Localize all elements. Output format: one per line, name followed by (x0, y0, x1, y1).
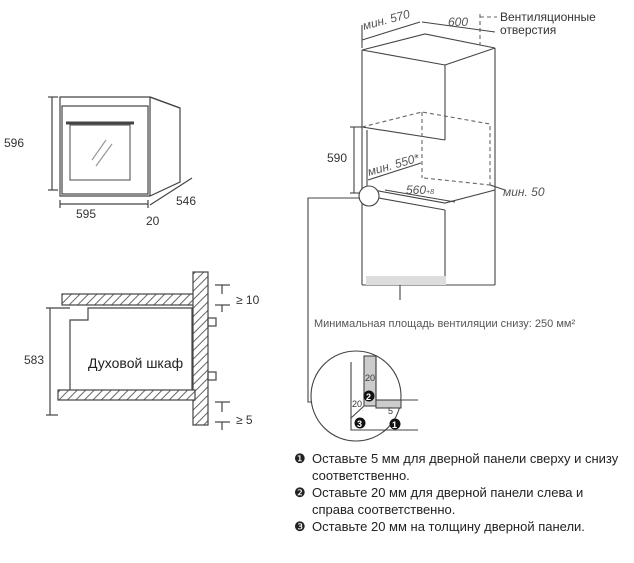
installation-notes: ❶ Оставьте 5 мм для дверной панели сверху… (294, 450, 624, 535)
vent-label-line1: Вентиляционные (500, 10, 596, 24)
section-height-label: 583 (24, 353, 44, 367)
marker-3: 3 (357, 419, 362, 429)
side-section-view (46, 271, 230, 430)
marker-2: 2 (366, 392, 371, 402)
number-2-icon: ❷ (294, 485, 306, 500)
niche-width-label: 560+8 (406, 183, 434, 197)
oven-height-label: 596 (4, 136, 24, 150)
niche-height-label: 590 (327, 151, 347, 165)
note-1: ❶ Оставьте 5 мм для дверной панели сверху… (294, 450, 624, 484)
oven-door-thickness-label: 20 (146, 214, 160, 228)
note-text: Оставьте 20 мм на толщину дверной панели… (312, 519, 585, 534)
detail-dim-top: 20 (365, 373, 375, 383)
cabinet-view (307, 14, 506, 403)
oven-width-label: 595 (76, 207, 96, 221)
cabinet-min-depth-label: мин. 570 (361, 7, 411, 33)
marker-1: 1 (392, 420, 397, 430)
oven-front-view (48, 96, 193, 208)
detail-markers: 2 3 1 (354, 390, 401, 430)
note-text: Оставьте 20 мм для дверной панели слева … (312, 485, 584, 517)
number-1-icon: ❶ (294, 451, 306, 466)
rear-gap-label: мин. 50 (503, 185, 545, 199)
gap-top-label: ≥ 10 (236, 293, 260, 307)
bottom-vent-note: Минимальная площадь вентиляции снизу: 25… (314, 318, 576, 330)
detail-dim-left: 20 (352, 399, 362, 409)
cabinet-width-label: 600 (448, 15, 468, 29)
note-2: ❷ Оставьте 20 мм для дверной панели слева… (294, 484, 624, 518)
vent-label-line2: отверстия (500, 23, 557, 37)
vent-openings-label: Вентиляционные отверстия (500, 11, 596, 37)
oven-depth-label: 546 (176, 194, 196, 208)
niche-depth-label: мин. 550* (366, 151, 421, 179)
oven-label: Духовой шкаф (88, 355, 184, 371)
gap-bottom-label: ≥ 5 (236, 413, 253, 427)
number-3-icon: ❸ (294, 519, 306, 534)
note-3: ❸ Оставьте 20 мм на толщину дверной панел… (294, 518, 624, 535)
detail-dim-gap: 5 (388, 406, 393, 416)
note-text: Оставьте 5 мм для дверной панели сверху … (312, 451, 619, 483)
